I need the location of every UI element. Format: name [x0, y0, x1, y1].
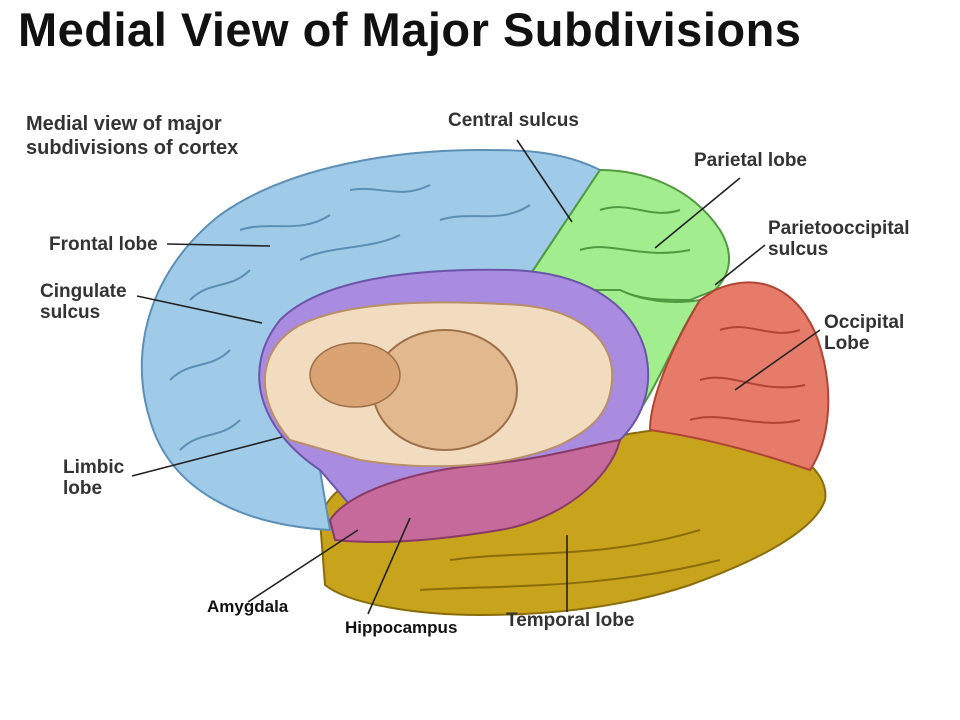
parietal-gyri-lines [579, 206, 691, 254]
fornix-region [309, 342, 401, 408]
label-occipital-lobe: Occipital Lobe [824, 312, 905, 355]
label-temporal-lobe: Temporal lobe [506, 610, 635, 631]
leader-central-sulcus [516, 139, 573, 223]
label-frontal-lobe: Frontal lobe [49, 234, 158, 255]
leader-amygdala [247, 529, 359, 603]
leader-parietal-lobe [654, 177, 741, 249]
leader-occipital-lobe [734, 329, 821, 391]
temporal-gyri-lines [419, 529, 721, 591]
frontal-gyri-lines [169, 184, 531, 451]
leader-cingulate-sulcus [136, 295, 263, 324]
label-hippocampus: Hippocampus [345, 618, 458, 637]
leader-hippocampus [367, 517, 411, 615]
figure-caption: Medial view of major subdivisions of cor… [26, 113, 239, 159]
label-parietooccipital-sulcus: Parietooccipital sulcus [768, 218, 910, 261]
leader-limbic-lobe [131, 436, 283, 477]
leader-parietooccipital [714, 244, 766, 286]
slide-title: Medial View of Major Subdivisions [18, 3, 802, 56]
label-amygdala: Amygdala [207, 597, 289, 616]
label-parietal-lobe: Parietal lobe [694, 150, 807, 171]
label-central-sulcus: Central sulcus [448, 110, 579, 131]
label-cingulate-sulcus: Cingulate sulcus [40, 281, 127, 324]
label-limbic-lobe: Limbic lobe [63, 457, 125, 500]
limbic-lower-region [328, 438, 622, 543]
leader-frontal-lobe [166, 243, 271, 247]
leader-lines [131, 139, 821, 615]
